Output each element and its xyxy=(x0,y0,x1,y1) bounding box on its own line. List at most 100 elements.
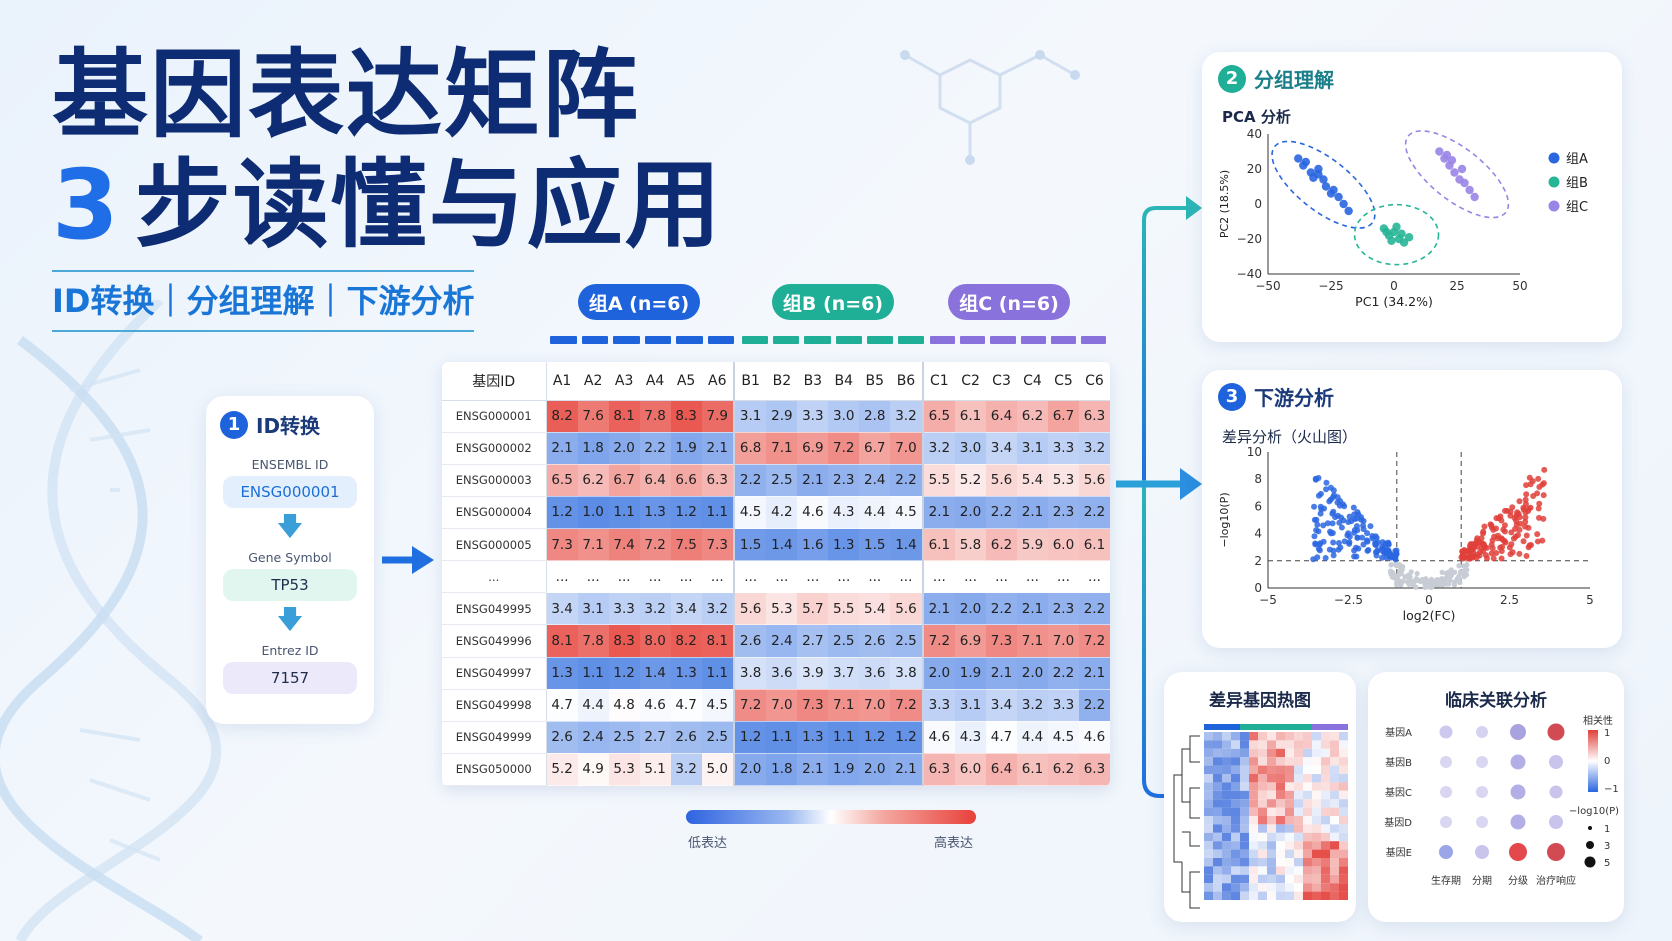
sample-header: B2 xyxy=(766,362,798,401)
volcano-point-up xyxy=(1535,505,1542,512)
heatmap-group-bar xyxy=(1339,724,1348,730)
volcano-point-up xyxy=(1539,481,1546,488)
expression-cell: 2.5 xyxy=(828,624,860,658)
heatmap-cell xyxy=(1231,732,1240,741)
pca-point xyxy=(1404,233,1414,242)
expression-cell: 4.4 xyxy=(859,496,891,530)
heatmap-cell xyxy=(1258,790,1267,800)
expression-cell: 1.3 xyxy=(670,657,702,690)
heatmap-cell xyxy=(1312,732,1321,741)
heatmap-cell xyxy=(1267,816,1276,825)
volcano-point-down xyxy=(1351,511,1358,518)
expression-cell: 2.1 xyxy=(797,464,829,497)
heatmap-cell xyxy=(1231,790,1240,800)
expression-cell: 5.7 xyxy=(797,592,829,626)
heatmap-cell xyxy=(1258,799,1267,808)
expression-cell: 7.8 xyxy=(577,624,609,658)
matrix-id-header: 基因ID xyxy=(442,362,547,401)
expression-cell: 1.2 xyxy=(670,496,702,530)
heatmap-cell xyxy=(1312,824,1321,833)
heatmap-cell xyxy=(1258,765,1267,774)
heatmap-cell xyxy=(1231,816,1240,825)
heatmap-cell xyxy=(1240,883,1249,892)
heatmap-cell xyxy=(1222,765,1231,774)
p-tick: 1 xyxy=(1604,824,1610,835)
heatmap-cell xyxy=(1285,858,1294,867)
expression-cell: ... xyxy=(859,560,891,594)
clinical-dot xyxy=(1439,725,1453,739)
heatmap-cell xyxy=(1312,866,1321,875)
volcano-point-up xyxy=(1523,532,1530,539)
heatmap-cell xyxy=(1303,816,1312,825)
heatmap-cell xyxy=(1240,858,1249,867)
gene-id-cell: ENSG049997 xyxy=(442,657,547,690)
heatmap-cell xyxy=(1204,824,1213,833)
heatmap-cell xyxy=(1330,732,1339,741)
expression-cell: 3.2 xyxy=(639,592,671,626)
heatmap-cell xyxy=(1321,858,1330,867)
clinical-dot xyxy=(1547,843,1565,861)
heatmap-cell xyxy=(1222,816,1231,825)
volcano-point-ns xyxy=(1400,563,1406,570)
expression-cell: 4.6 xyxy=(921,721,956,754)
expression-cell: 3.2 xyxy=(670,753,702,786)
expression-cell: 6.7 xyxy=(1047,400,1079,433)
heatmap-cell xyxy=(1321,883,1330,892)
heatmap-cell xyxy=(1294,883,1303,892)
heatmap-cell xyxy=(1267,883,1276,892)
volcano-point-up xyxy=(1522,501,1529,508)
pca-point xyxy=(1392,222,1401,231)
pca-legend-marker xyxy=(1548,176,1560,188)
expression-cell: 3.4 xyxy=(546,592,578,626)
heatmap-cell xyxy=(1312,858,1321,867)
heatmap-cell xyxy=(1294,816,1303,825)
expression-cell: 7.0 xyxy=(859,689,891,722)
expression-cell: 2.1 xyxy=(1078,657,1110,690)
expression-cell: 1.1 xyxy=(701,657,734,690)
volcano-point-ns xyxy=(1388,568,1394,574)
heatmap-cell xyxy=(1276,799,1285,808)
expression-cell: 2.5 xyxy=(766,464,798,497)
volcano-point-up xyxy=(1488,550,1495,557)
expression-cell: 6.9 xyxy=(955,624,987,658)
heatmap-cell xyxy=(1249,832,1258,842)
pca-point xyxy=(1470,192,1479,202)
heatmap-cell xyxy=(1222,774,1231,783)
heatmap-cell xyxy=(1276,841,1285,850)
volcano-point-down xyxy=(1341,503,1348,510)
arrow-down-icon: 🡇 xyxy=(276,605,304,635)
volcano-point-up xyxy=(1501,528,1508,535)
volcano-point-up xyxy=(1516,550,1523,557)
volcano-point-up xyxy=(1523,491,1530,498)
expression-cell: 2.2 xyxy=(986,496,1017,530)
gene-id-cell: ENSG000002 xyxy=(442,432,547,465)
volcano-point-down xyxy=(1329,529,1336,536)
heatmap-cell xyxy=(1240,816,1249,825)
heatmap-cell xyxy=(1222,841,1231,850)
heatmap-cell xyxy=(1339,841,1348,850)
heatmap-cell xyxy=(1213,765,1222,774)
volcano-point-ns xyxy=(1441,576,1448,582)
expression-cell: 6.5 xyxy=(546,464,578,497)
heatmap-cell xyxy=(1303,824,1312,833)
heatmap-cell xyxy=(1231,740,1240,749)
expression-cell: 4.7 xyxy=(670,689,702,722)
heatmap-cell xyxy=(1339,774,1348,783)
heatmap-cell xyxy=(1285,891,1294,900)
heatmap-cell xyxy=(1294,748,1303,758)
clinical-dot xyxy=(1549,755,1563,769)
heatmap-cell xyxy=(1222,732,1231,741)
heatmap-cell xyxy=(1303,832,1312,842)
expression-cell: 2.7 xyxy=(797,624,829,658)
heatmap-cell xyxy=(1339,782,1348,791)
volcano-point-up xyxy=(1508,541,1515,548)
heatmap-cell xyxy=(1312,774,1321,783)
heatmap-cell xyxy=(1276,732,1285,741)
volcano-point-up xyxy=(1535,475,1542,482)
p-tick: 3 xyxy=(1604,841,1610,852)
pca-y-tick: 0 xyxy=(1254,197,1262,211)
volcano-point-down xyxy=(1350,504,1357,511)
volcano-y-label: −log10(P) xyxy=(1218,492,1231,547)
